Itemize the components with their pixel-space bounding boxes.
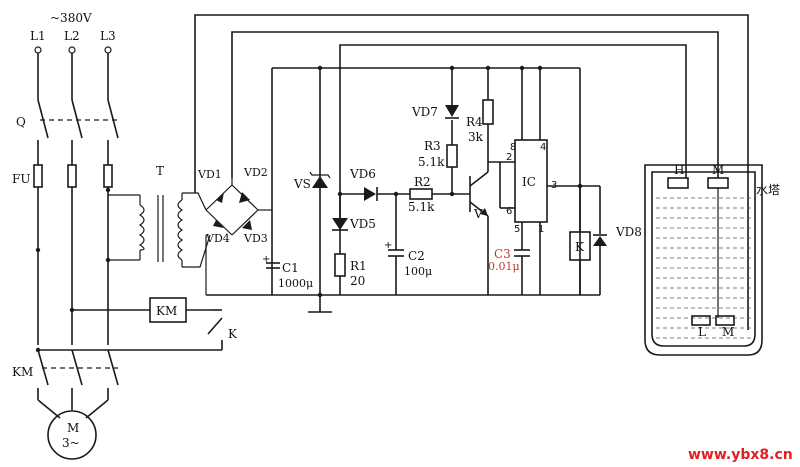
- label-vd1: VD1: [197, 168, 222, 181]
- resistor-r2: [409, 188, 470, 200]
- label-vd8: VD8: [615, 225, 642, 239]
- ic-pin4: 4: [540, 142, 546, 153]
- label-r4: R4: [466, 115, 483, 129]
- label-km-contacts: KM: [12, 365, 33, 379]
- label-r2-value: 5.1k: [408, 200, 435, 214]
- label-l3: L3: [100, 29, 116, 43]
- label-vd5: VD5: [349, 217, 376, 231]
- capacitor-c2: +: [384, 194, 404, 295]
- label-ic: IC: [522, 175, 536, 189]
- label-probe-h: H: [674, 163, 684, 177]
- label-c1: C1: [282, 261, 299, 275]
- resistor-r1: [334, 253, 346, 295]
- phase-terminals: [34, 46, 112, 54]
- ic-pin5: 5: [514, 224, 520, 235]
- ic-pin2: 2: [506, 152, 512, 163]
- label-l2: L2: [64, 29, 80, 43]
- label-r1: R1: [350, 259, 367, 273]
- label-vd4: VD4: [205, 232, 230, 245]
- label-c1-value: 1000μ: [278, 277, 313, 290]
- label-r3: R3: [424, 139, 441, 153]
- label-c2-value: 100μ: [404, 265, 432, 278]
- capacitor-c3: [514, 249, 530, 295]
- ground-rail: [206, 294, 600, 313]
- fuses-fu: [33, 160, 113, 345]
- ic-wiring: [499, 65, 600, 295]
- diode-vd8: [593, 186, 607, 295]
- km-main-contacts: [35, 347, 119, 419]
- diode-vd6: [337, 187, 410, 201]
- motor: [47, 410, 97, 460]
- breaker-q: [37, 99, 119, 160]
- label-r1-value: 20: [350, 274, 365, 288]
- capacitor-c1: +: [262, 254, 280, 269]
- ic-pin1: 1: [538, 224, 544, 235]
- label-r2: R2: [414, 175, 431, 189]
- label-t: T: [156, 164, 164, 178]
- label-km-coil: KM: [156, 304, 177, 318]
- label-c2: C2: [408, 249, 425, 263]
- relay-contact-k: [38, 309, 223, 351]
- label-probe-m2: M: [722, 325, 734, 339]
- resistor-r3: [446, 120, 458, 194]
- label-c3: C3: [494, 247, 511, 261]
- label-vs: VS: [293, 177, 311, 191]
- label-c3-value: 0.01μ: [488, 260, 520, 273]
- ic-pin6: 6: [506, 206, 512, 217]
- positive-rail: [271, 67, 581, 295]
- svg-text:+: +: [262, 254, 270, 265]
- label-vd6: VD6: [349, 167, 376, 181]
- ic-555: [514, 139, 548, 223]
- resistor-r4: [482, 65, 494, 162]
- bridge-rectifier: [182, 178, 272, 295]
- diode-vd7: [445, 65, 459, 119]
- label-v: V: [473, 207, 483, 221]
- label-probe-l: L: [698, 325, 706, 339]
- km-coil: [72, 297, 212, 323]
- power-junctions: [35, 187, 111, 313]
- label-vd2: VD2: [243, 166, 268, 179]
- label-l1: L1: [30, 29, 46, 43]
- zener-vs: [309, 65, 331, 298]
- transformer-primary-wiring: [108, 194, 141, 261]
- transformer-t: [138, 193, 184, 267]
- label-motor-m: M: [67, 421, 79, 435]
- label-relay-k: K: [575, 240, 585, 254]
- watermark: www.ybx8.cn: [688, 447, 793, 463]
- label-probe-m: M: [712, 163, 724, 177]
- label-q: Q: [16, 115, 26, 129]
- transistor-v: [469, 161, 515, 295]
- water-fill: [656, 197, 752, 339]
- supply-voltage-label: ~380V: [50, 11, 92, 25]
- water-tower: [644, 164, 763, 356]
- phase-lines-upper: [37, 53, 109, 100]
- label-motor-phase: 3~: [62, 436, 80, 450]
- svg-text:+: +: [384, 240, 392, 251]
- label-r4-value: 3k: [468, 130, 484, 144]
- relay-coil-k: [569, 186, 591, 295]
- label-r3-value: 5.1k: [418, 155, 445, 169]
- label-water-tower: 水塔: [756, 183, 780, 197]
- label-fu: FU: [12, 172, 30, 186]
- label-vd7: VD7: [411, 105, 438, 119]
- label-vd3: VD3: [243, 232, 268, 245]
- ic-pin8: 8: [510, 142, 516, 153]
- label-k-contact: K: [228, 327, 238, 341]
- diode-vd5: [332, 218, 348, 231]
